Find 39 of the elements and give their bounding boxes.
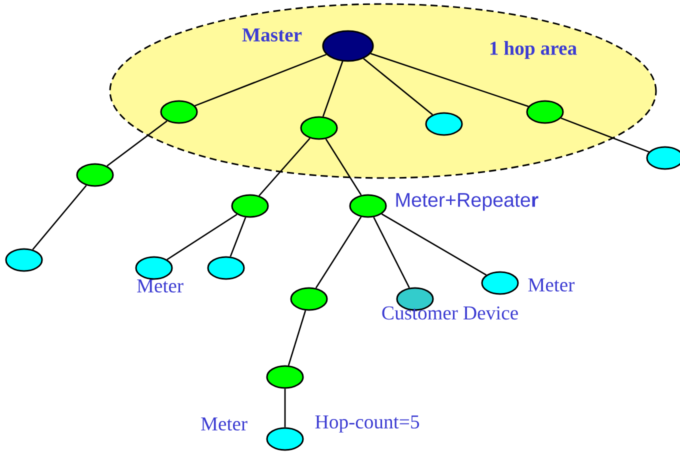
device-ellipse — [207, 256, 245, 280]
device-ellipse — [231, 194, 269, 218]
connector-line — [288, 310, 306, 366]
device-ellipse — [646, 146, 680, 170]
node-label: Meter — [137, 279, 184, 293]
device-ellipse — [349, 194, 387, 218]
node-label: Hop-count=5 — [315, 415, 420, 433]
device-ellipse — [290, 287, 328, 311]
device-ellipse — [526, 100, 564, 124]
connector-line — [322, 61, 344, 117]
connector-line — [106, 120, 168, 167]
node-label: Customer Device — [382, 306, 518, 320]
connector-line — [363, 58, 433, 116]
connector-line — [230, 217, 246, 257]
device-ellipse — [322, 30, 374, 62]
connector-line — [284, 388, 286, 428]
connector-line — [325, 138, 362, 196]
connector-line — [315, 216, 362, 288]
node-label: Meter — [528, 278, 575, 292]
connector-line — [194, 54, 327, 106]
device-ellipse — [76, 163, 114, 187]
device-ellipse — [425, 112, 463, 136]
device-ellipse — [300, 116, 338, 140]
device-ellipse — [266, 365, 304, 389]
connector-line — [560, 117, 650, 153]
connector-line — [373, 216, 410, 288]
node-label: Meter+Repeater — [396, 193, 538, 211]
device-ellipse — [160, 100, 198, 124]
connector-line — [381, 213, 487, 276]
connector-line — [166, 214, 238, 260]
connector-line — [370, 52, 529, 108]
node-label: Master — [242, 28, 302, 42]
node-label: Meter — [201, 417, 248, 431]
device-ellipse — [5, 248, 43, 272]
connector-line — [32, 184, 87, 250]
connector-line — [258, 138, 310, 196]
device-ellipse — [135, 256, 173, 280]
device-ellipse — [266, 427, 304, 451]
device-ellipse — [481, 271, 519, 295]
